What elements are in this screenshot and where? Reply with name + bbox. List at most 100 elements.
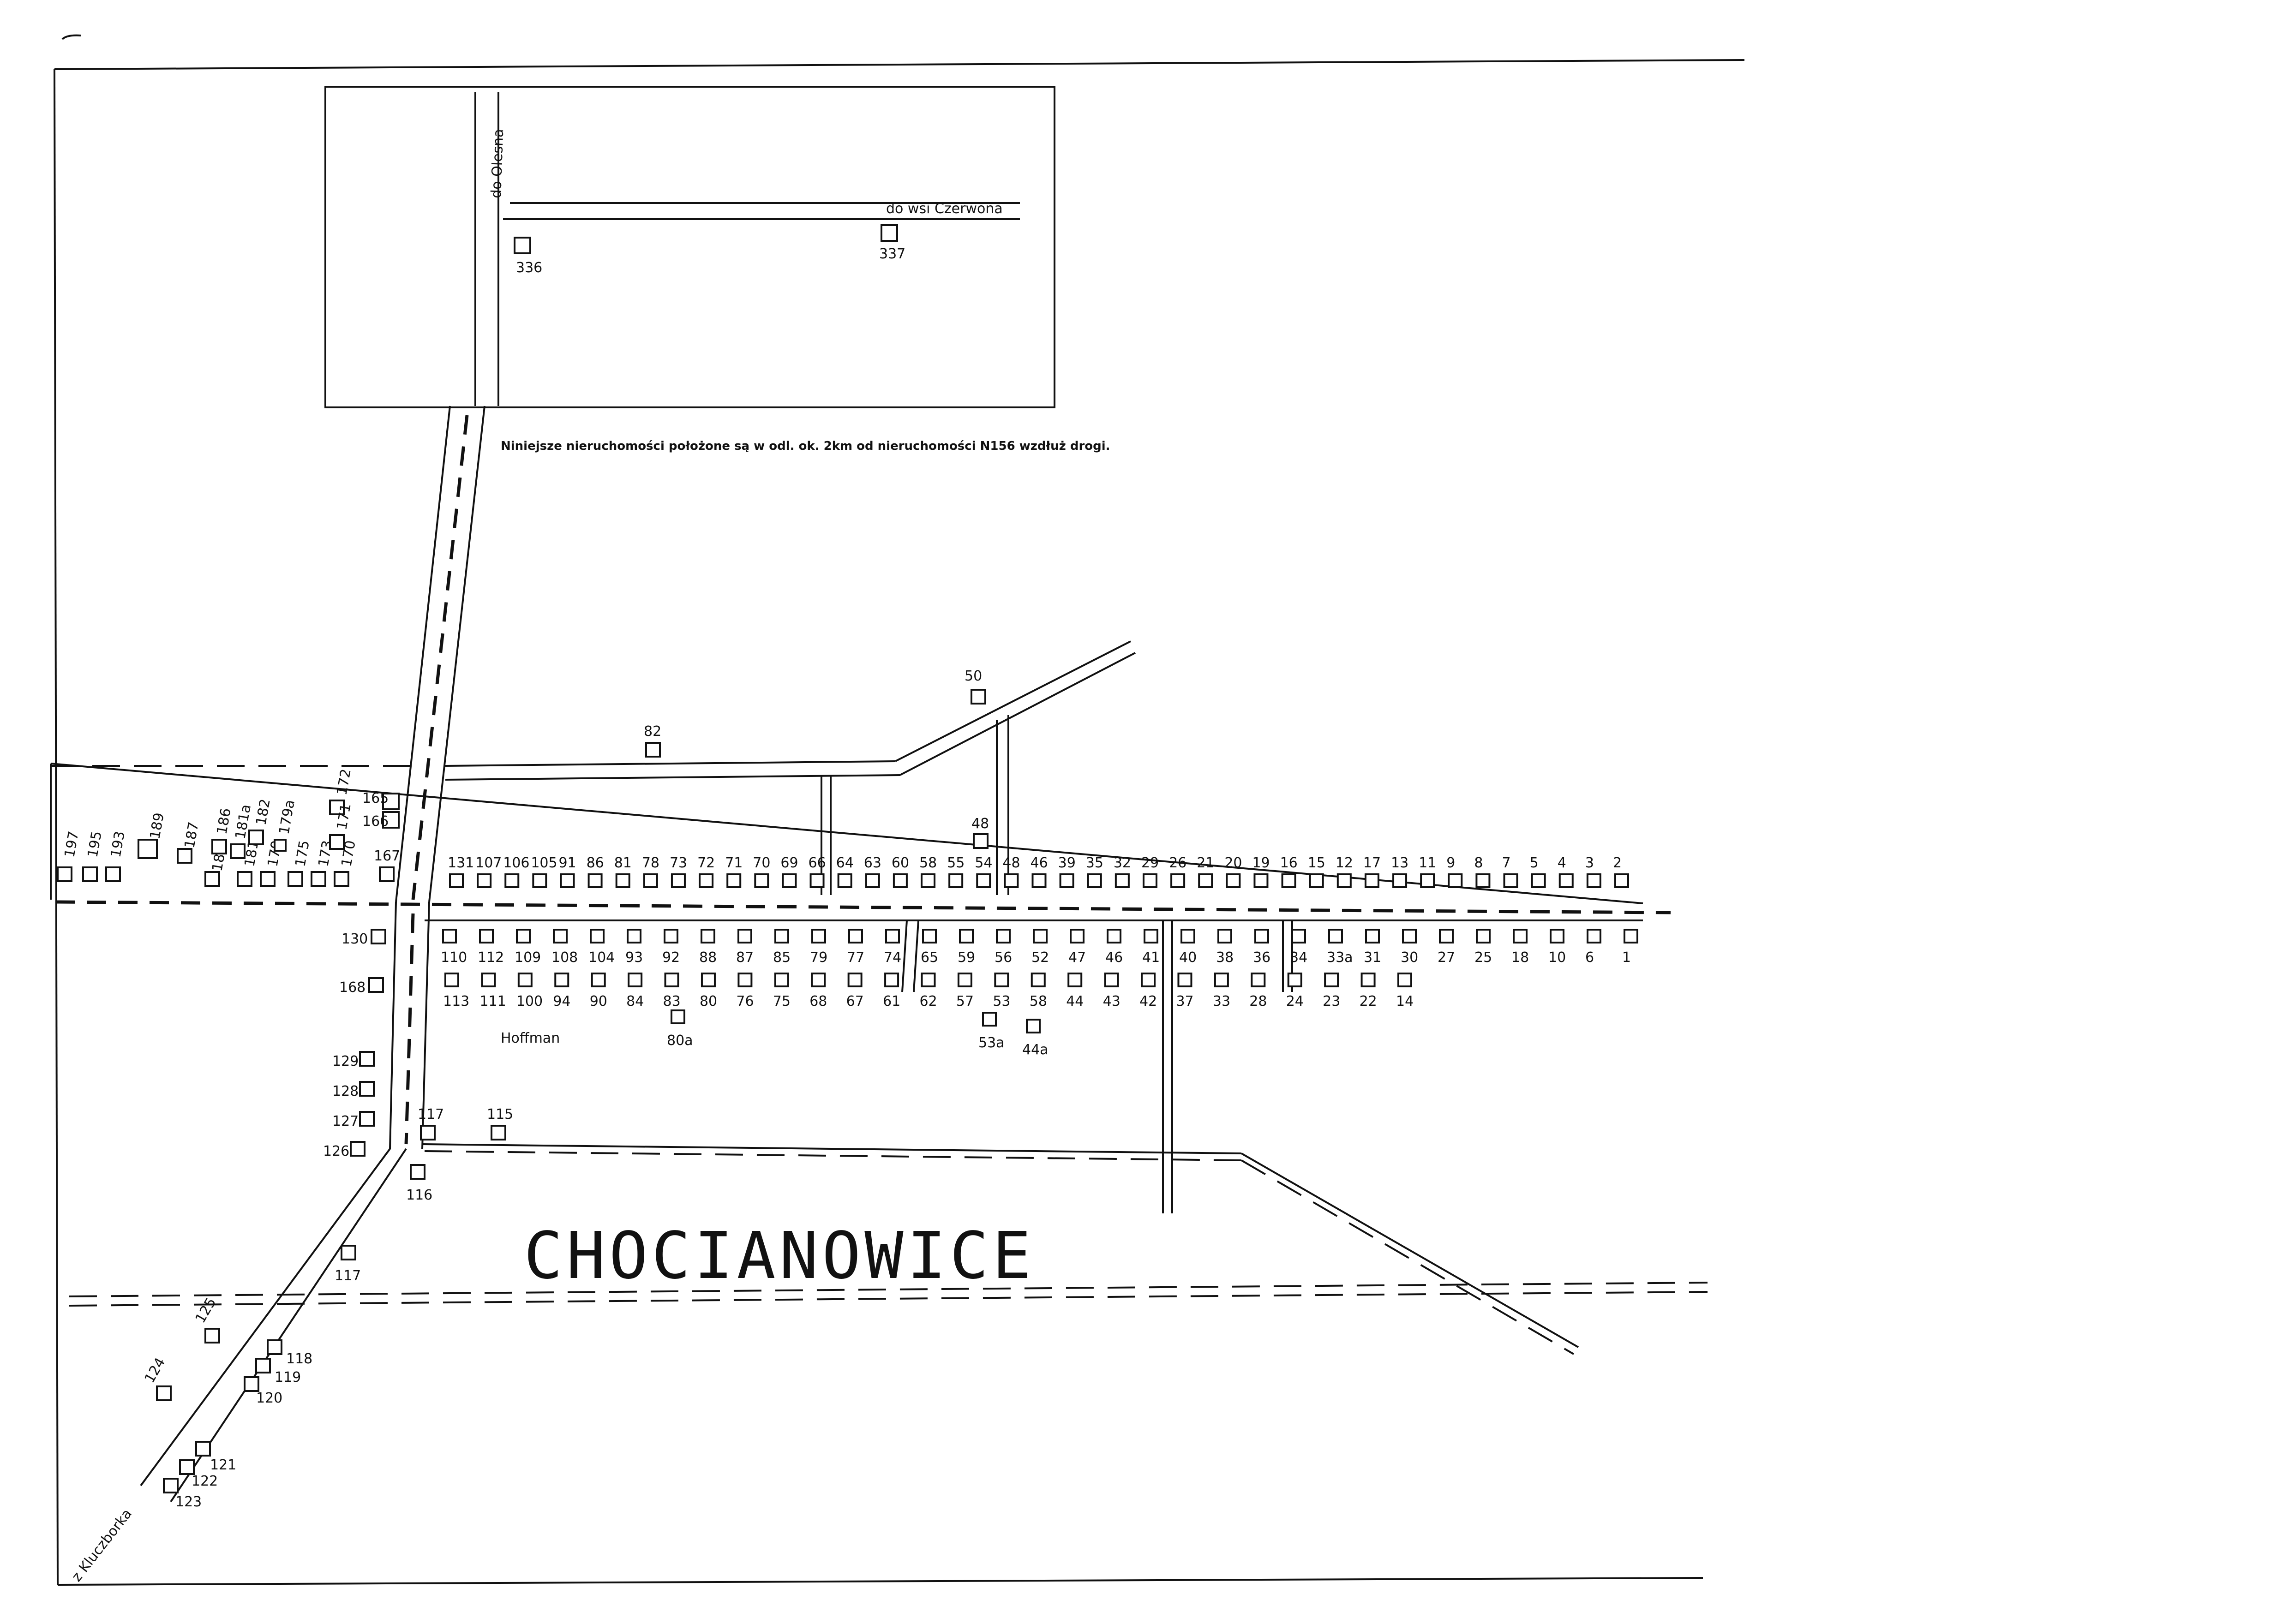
house-label: 23 bbox=[1323, 993, 1340, 1009]
house-label: 59 bbox=[958, 949, 975, 966]
house-label: 72 bbox=[697, 855, 715, 871]
house-label: 193 bbox=[108, 830, 128, 859]
house bbox=[255, 1358, 271, 1373]
house bbox=[329, 834, 345, 850]
house-label: 119 bbox=[275, 1369, 301, 1385]
house bbox=[628, 973, 643, 987]
house-label: 112 bbox=[478, 949, 504, 966]
house-label: 165 bbox=[362, 790, 389, 806]
house-336 bbox=[514, 237, 531, 254]
house bbox=[848, 929, 863, 943]
house bbox=[948, 873, 964, 888]
house-label: 7 bbox=[1502, 855, 1511, 871]
house bbox=[865, 873, 880, 888]
house-label: 90 bbox=[590, 993, 607, 1009]
house bbox=[884, 973, 899, 987]
house-label: 16 bbox=[1280, 855, 1298, 871]
house-label: 61 bbox=[883, 993, 900, 1009]
house bbox=[554, 973, 569, 987]
house-label: 69 bbox=[780, 855, 798, 871]
house bbox=[1624, 929, 1638, 943]
house bbox=[532, 873, 547, 888]
house-label: 68 bbox=[809, 993, 827, 1009]
house-label: 75 bbox=[773, 993, 791, 1009]
house-label: 131 bbox=[448, 855, 474, 871]
house-label: 129 bbox=[332, 1053, 359, 1069]
main-village-road bbox=[50, 763, 1671, 921]
house-label: 60 bbox=[892, 855, 909, 871]
house bbox=[982, 1012, 997, 1027]
house bbox=[368, 977, 384, 993]
house bbox=[737, 973, 753, 987]
house-label: 71 bbox=[725, 855, 743, 871]
house bbox=[1142, 873, 1157, 888]
house-label: 110 bbox=[441, 949, 467, 966]
house bbox=[1031, 873, 1047, 888]
house bbox=[560, 873, 575, 888]
dashed-border-line bbox=[69, 1282, 1708, 1307]
house-label: 127 bbox=[332, 1113, 359, 1129]
house bbox=[260, 871, 276, 887]
house bbox=[553, 929, 568, 943]
house-label: 43 bbox=[1103, 993, 1121, 1009]
house-label: 80a bbox=[667, 1033, 693, 1049]
house bbox=[1550, 929, 1564, 943]
house bbox=[382, 811, 400, 829]
house-label: 195 bbox=[84, 830, 105, 859]
house-label: 5 bbox=[1530, 855, 1539, 871]
house-label: 187 bbox=[181, 821, 202, 849]
house-label: 48 bbox=[1002, 855, 1020, 871]
house bbox=[921, 873, 936, 888]
house-label: 104 bbox=[588, 949, 615, 966]
house-label: 87 bbox=[736, 949, 754, 966]
house bbox=[615, 873, 630, 888]
house-label: 55 bbox=[947, 855, 965, 871]
house-label: 73 bbox=[670, 855, 687, 871]
house-label: 33 bbox=[1213, 993, 1230, 1009]
house-label: 13 bbox=[1391, 855, 1408, 871]
house-label: 117 bbox=[335, 1268, 361, 1284]
house bbox=[379, 866, 395, 882]
house-label: 64 bbox=[836, 855, 854, 871]
house bbox=[591, 973, 606, 987]
house-label: 111 bbox=[479, 993, 506, 1009]
house-label: 116 bbox=[406, 1187, 432, 1203]
house bbox=[156, 1385, 172, 1401]
house-label: 83 bbox=[663, 993, 681, 1009]
house bbox=[774, 929, 789, 943]
house bbox=[195, 1441, 211, 1457]
house-label: 2 bbox=[1613, 855, 1622, 871]
road-label-kluczbork: z Kluczborka bbox=[69, 1506, 135, 1585]
house-label: 1 bbox=[1622, 949, 1631, 966]
house-label: 9 bbox=[1446, 855, 1455, 871]
house bbox=[1170, 873, 1186, 888]
house-label: 168 bbox=[339, 979, 366, 996]
house bbox=[1448, 873, 1463, 888]
house bbox=[420, 1125, 436, 1140]
house bbox=[359, 1051, 375, 1067]
house-label: 67 bbox=[846, 993, 864, 1009]
house-label: 4 bbox=[1558, 855, 1566, 871]
house bbox=[248, 830, 264, 845]
house bbox=[1558, 873, 1574, 888]
house-label: 122 bbox=[192, 1473, 218, 1489]
house bbox=[1251, 973, 1266, 987]
house-label: 117 bbox=[418, 1106, 444, 1122]
house bbox=[664, 973, 679, 987]
house bbox=[737, 929, 752, 943]
house bbox=[587, 873, 603, 888]
house-label: 105 bbox=[531, 855, 557, 871]
house-label: 38 bbox=[1216, 949, 1234, 966]
house-label: 18 bbox=[1511, 949, 1529, 966]
house bbox=[782, 873, 797, 888]
house-label: 29 bbox=[1141, 855, 1159, 871]
house bbox=[701, 973, 716, 987]
house bbox=[1115, 873, 1130, 888]
house bbox=[1253, 873, 1269, 888]
house-label: 84 bbox=[626, 993, 644, 1009]
house bbox=[1031, 973, 1046, 987]
house bbox=[1177, 973, 1192, 987]
house-label: 53 bbox=[993, 993, 1010, 1009]
